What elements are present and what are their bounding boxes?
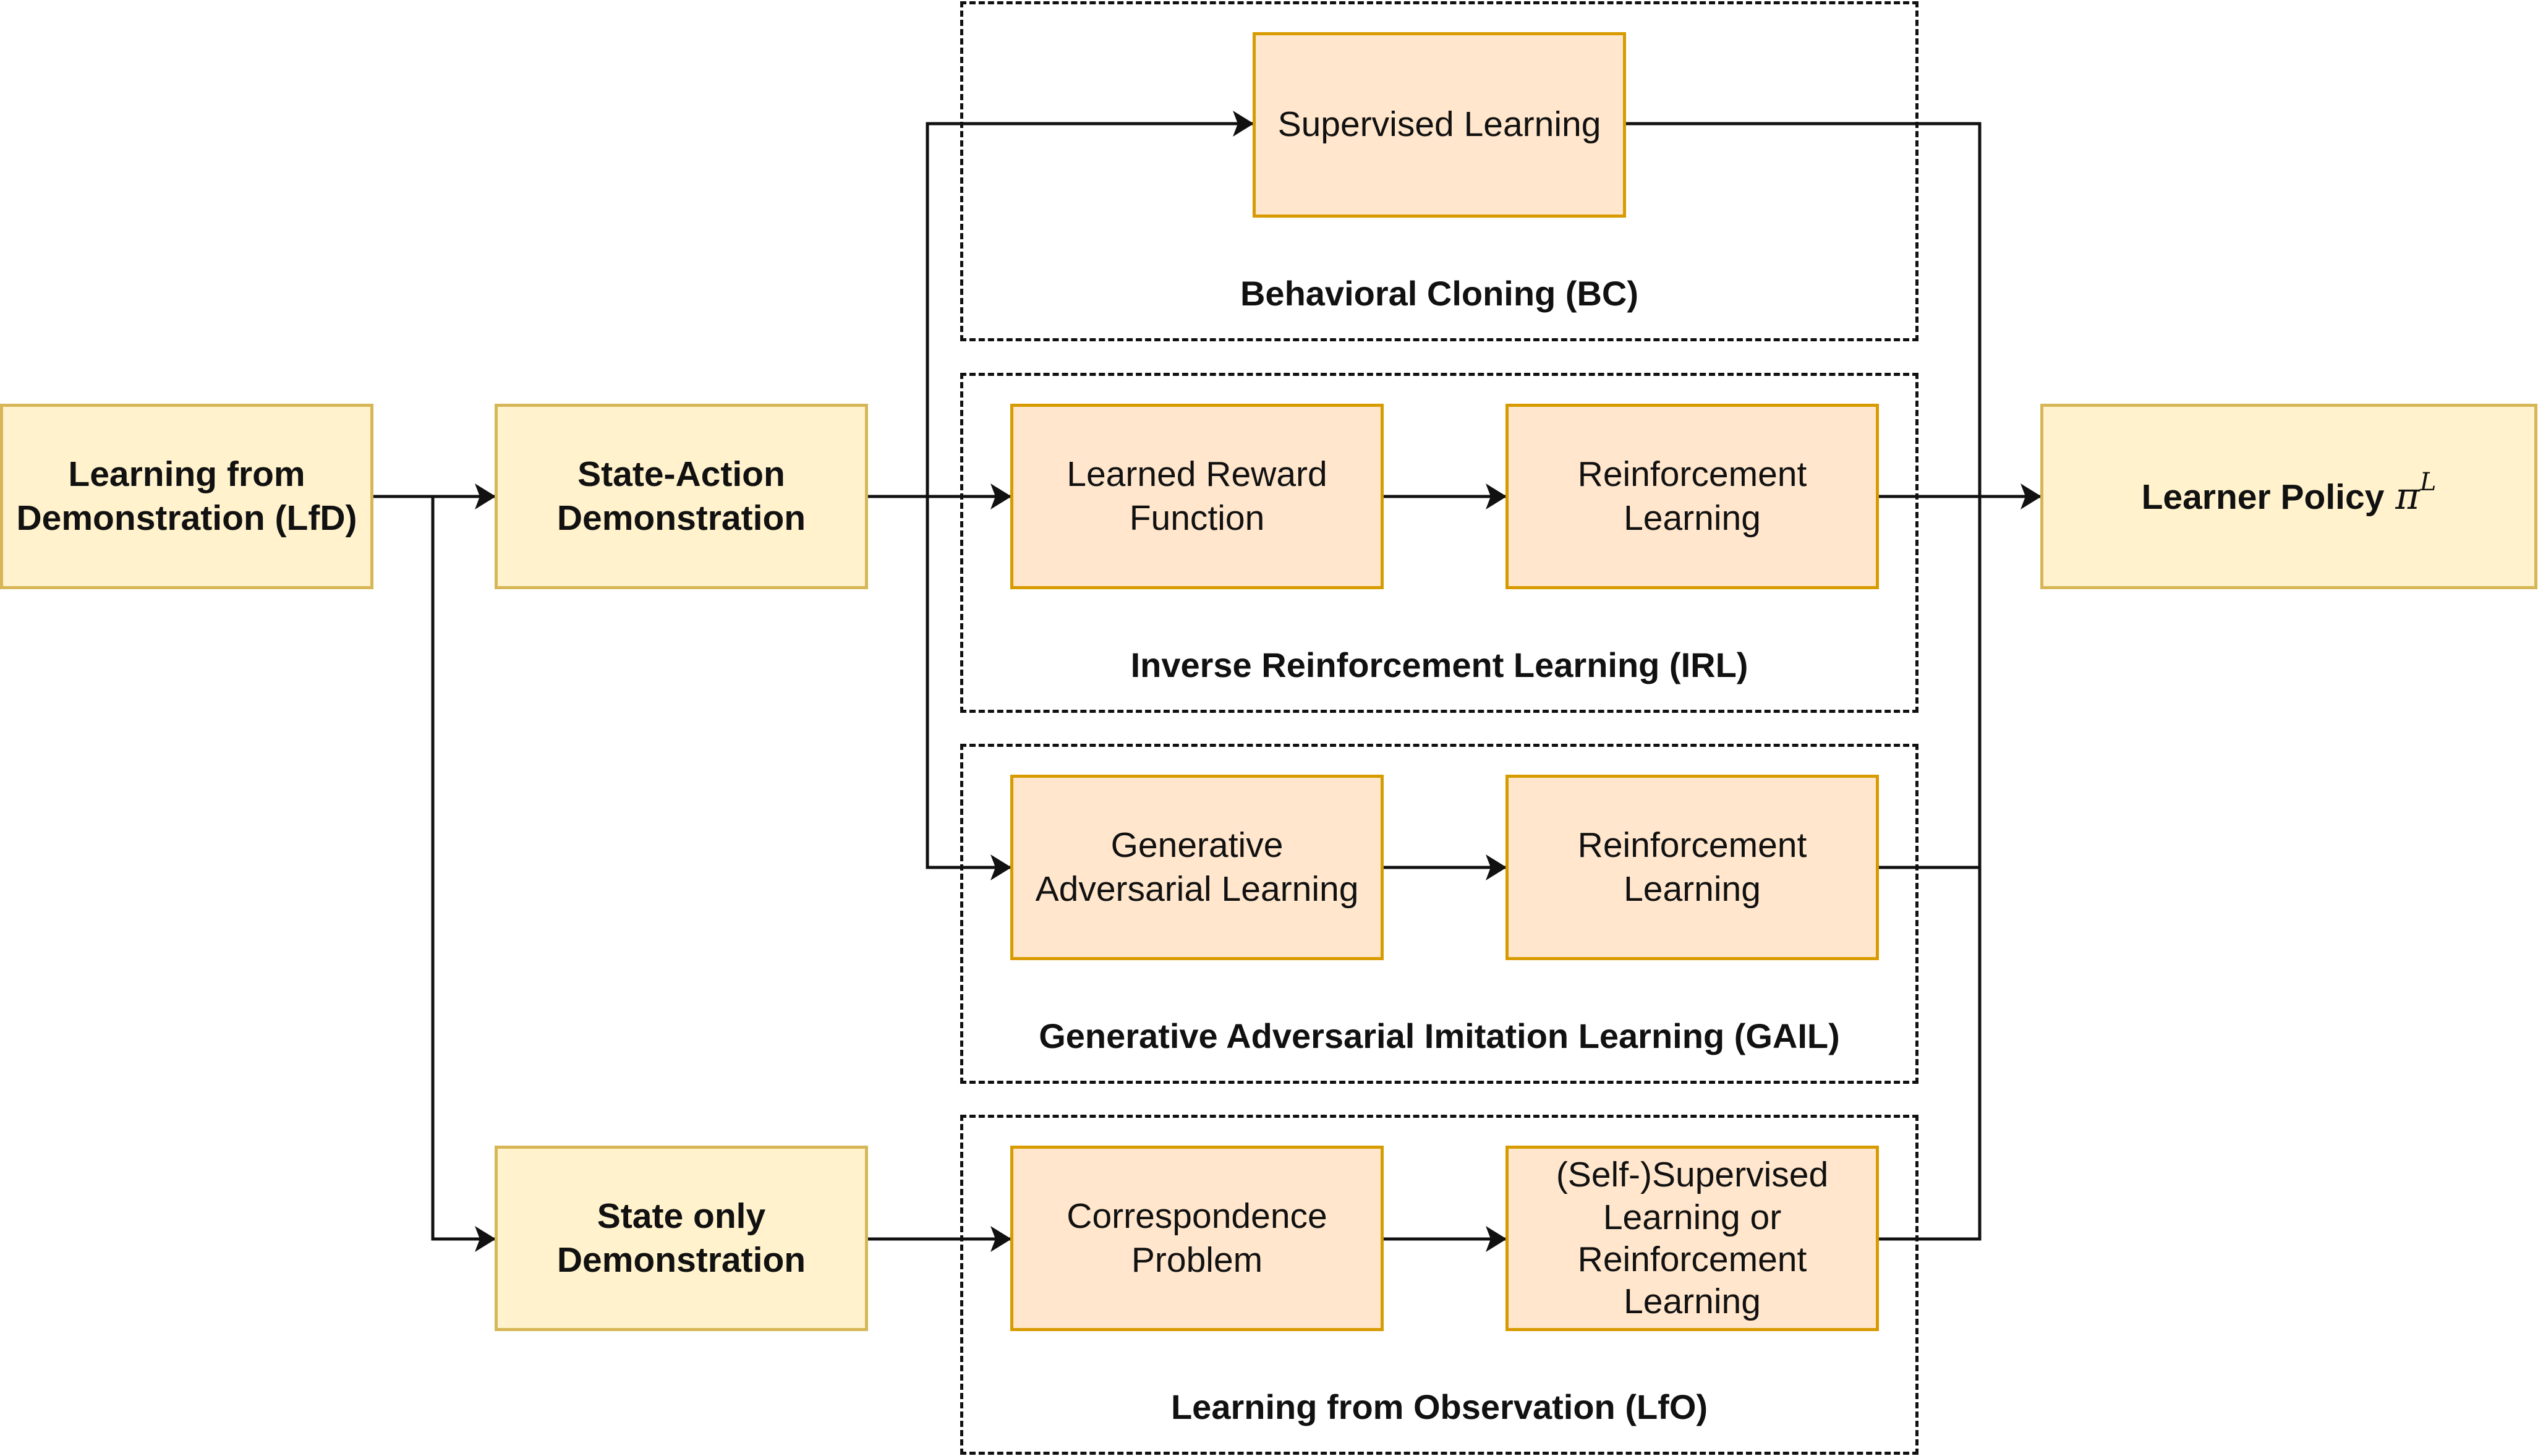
arrowhead-state-action bbox=[475, 483, 496, 509]
group-gail: Generative Adversarial Imitation Learnin… bbox=[960, 744, 1918, 1084]
policy-superscript: L bbox=[2419, 467, 2437, 496]
arrowhead-self-supervised bbox=[1486, 1226, 1507, 1252]
learner-policy-label: Learner Policy bbox=[2141, 477, 2385, 517]
arrowhead-rl-irl bbox=[1486, 483, 1507, 509]
policy-symbol: π bbox=[2395, 474, 2420, 518]
node-learned-reward-function: Learned Reward Function bbox=[1010, 404, 1384, 589]
node-rl-irl: Reinforcement Learning bbox=[1505, 404, 1879, 589]
arrowhead-rl-gail bbox=[1486, 854, 1507, 880]
arrowhead-correspondence bbox=[990, 1226, 1011, 1252]
node-rl-gail: Reinforcement Learning bbox=[1505, 775, 1879, 960]
group-label-lfo: Learning from Observation (LfO) bbox=[1170, 1387, 1708, 1426]
learner-policy-math: πL bbox=[2395, 468, 2436, 520]
group-inverse-rl: Inverse Reinforcement Learning (IRL) bbox=[960, 373, 1918, 713]
group-lfo: Learning from Observation (LfO) bbox=[960, 1115, 1918, 1455]
node-self-supervised-or-rl: (Self-)Supervised Learning or Reinforcem… bbox=[1505, 1146, 1879, 1331]
group-label-gail: Generative Adversarial Imitation Learnin… bbox=[1039, 1016, 1840, 1055]
arrowhead-learned-reward bbox=[990, 483, 1011, 509]
edge-lfd-to-state-only bbox=[431, 496, 495, 1241]
group-label-irl: Inverse Reinforcement Learning (IRL) bbox=[1130, 645, 1748, 684]
node-lfd: Learning from Demonstration (LfD) bbox=[0, 404, 373, 589]
node-state-action-demonstration: State-Action Demonstration bbox=[495, 404, 868, 589]
edge-state-action-to-generative bbox=[926, 496, 1010, 869]
node-learner-policy: Learner Policy πL bbox=[2040, 404, 2537, 589]
arrowhead-supervised bbox=[1233, 111, 1254, 137]
learner-policy-content: Learner Policy πL bbox=[2141, 468, 2437, 520]
arrowhead-generative bbox=[990, 854, 1011, 880]
group-behavioral-cloning: Behavioral Cloning (BC) bbox=[960, 1, 1918, 341]
node-correspondence-problem: Correspondence Problem bbox=[1010, 1146, 1384, 1331]
group-label-bc: Behavioral Cloning (BC) bbox=[1240, 274, 1639, 313]
edge-state-action-to-supervised bbox=[926, 122, 1253, 496]
edge-supervised-to-collector bbox=[1625, 122, 1982, 1241]
node-state-only-demonstration: State only Demonstration bbox=[495, 1146, 868, 1331]
arrowhead-learner-policy bbox=[2021, 483, 2042, 509]
node-generative-adversarial-learning: Generative Adversarial Learning bbox=[1010, 775, 1384, 960]
arrowhead-state-only bbox=[475, 1226, 496, 1252]
node-supervised-learning: Supervised Learning bbox=[1253, 32, 1626, 218]
